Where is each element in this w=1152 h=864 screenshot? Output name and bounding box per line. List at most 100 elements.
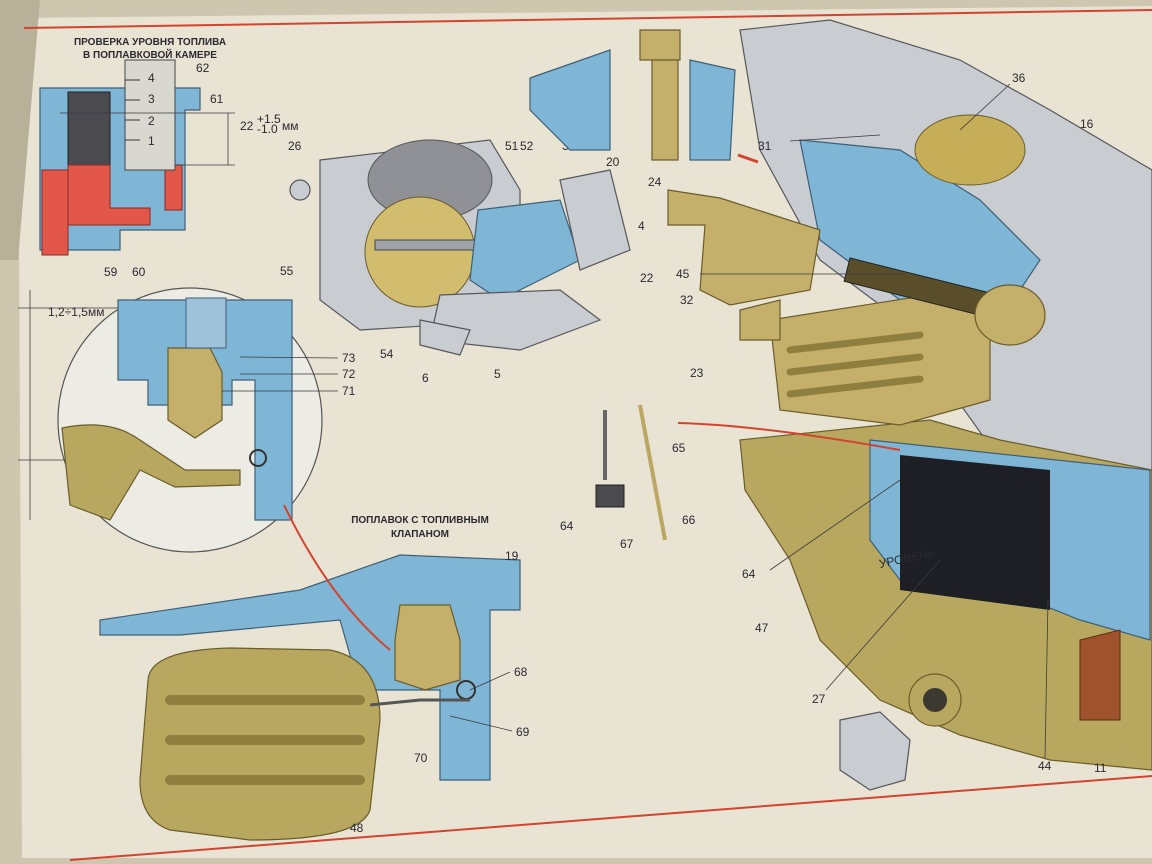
- label-19: 19: [505, 549, 519, 563]
- ruler-tick-4: 4: [148, 71, 155, 85]
- label-44: 44: [1038, 759, 1052, 773]
- ruler-tick-3: 3: [148, 92, 155, 106]
- throttle-plate: [364, 196, 476, 308]
- label-64-main: 64: [742, 567, 756, 581]
- pump-rod-right: [638, 404, 667, 541]
- drain-hole: [923, 688, 947, 712]
- float-pivot-closeup: [249, 449, 267, 467]
- label-68: 68: [514, 665, 528, 679]
- label-61: 61: [210, 92, 224, 106]
- level-check-caption-2: В ПОПЛАВКОВОЙ КАМЕРЕ: [83, 48, 217, 61]
- label-6: 6: [422, 371, 429, 385]
- label-64-small: 64: [560, 519, 574, 533]
- float-arm-closeup: [61, 424, 241, 521]
- fuel-inlet-fitting: [667, 189, 821, 306]
- throttle-stop: [419, 319, 471, 356]
- pump-piston: [595, 484, 625, 508]
- label-48: 48: [350, 821, 364, 835]
- leader-31: [789, 134, 881, 142]
- jet-housing-right: [689, 59, 736, 161]
- paper-edge-shadow: [0, 0, 40, 260]
- top-border-line: [23, 9, 1152, 29]
- label-60: 60: [132, 265, 146, 279]
- measuring-ruler: [124, 59, 176, 171]
- float-arm: [369, 698, 470, 707]
- leader-64-main: [769, 479, 901, 571]
- jet-housing-left: [529, 49, 611, 151]
- needle-valve-closeup: 1,2÷1,5мм 73 72 71: [18, 287, 356, 553]
- red-callout-tick: [737, 153, 759, 164]
- idle-screw: [289, 179, 311, 201]
- needle-valve-body: [167, 347, 223, 439]
- label-66: 66: [682, 513, 696, 527]
- leader-69: [449, 715, 513, 732]
- label-55: 55: [280, 264, 294, 278]
- accelerator-pump-cam: [559, 169, 631, 271]
- ruler-tick-2: 2: [148, 114, 155, 128]
- leader-68: [469, 671, 511, 691]
- leader-36: [959, 83, 1011, 131]
- label-32: 32: [680, 293, 694, 307]
- label-52: 52: [520, 139, 534, 153]
- bowl-interior: [900, 455, 1050, 610]
- label-71: 71: [342, 384, 356, 398]
- level-check-figure: ПРОВЕРКА УРОВНЯ ТОПЛИВА В ПОПЛАВКОВОЙ КА…: [39, 37, 299, 279]
- jet-section-figure: [529, 29, 736, 161]
- label-45: 45: [676, 267, 690, 281]
- valve-seat-thread: [185, 297, 227, 349]
- level-tolerance-lower: -1.0: [257, 122, 278, 136]
- label-36: 36: [1012, 71, 1026, 85]
- bottom-border-line: [69, 775, 1152, 861]
- float-caption-1: ПОПЛАВОК С ТОПЛИВНЫМ: [351, 515, 489, 526]
- ruler-tick-1: 1: [148, 134, 155, 148]
- red-callout-arc-right: [677, 422, 901, 451]
- label-11: 11: [1094, 761, 1107, 775]
- leader-27: [825, 559, 941, 691]
- label-16: 16: [1080, 117, 1094, 131]
- label-27: 27: [812, 692, 826, 706]
- label-47: 47: [755, 621, 769, 635]
- drain-plug: [839, 711, 911, 791]
- label-65: 65: [672, 441, 686, 455]
- label-72: 72: [342, 367, 356, 381]
- float-caption-2: КЛАПАНОМ: [391, 529, 449, 540]
- jet-body: [651, 59, 679, 161]
- level-check-caption-1: ПРОВЕРКА УРОВНЯ ТОПЛИВА: [74, 37, 226, 48]
- leader-44: [1044, 599, 1049, 759]
- clearance-dimension: 1,2÷1,5мм: [48, 305, 104, 319]
- fuel-in-tube: [164, 164, 183, 211]
- label-51: 51: [505, 139, 519, 153]
- throttle-linkage-section: [469, 199, 581, 301]
- label-62: 62: [196, 61, 210, 75]
- label-69: 69: [516, 725, 530, 739]
- fuel-left: [41, 169, 69, 256]
- label-70: 70: [414, 751, 428, 765]
- label-59: 59: [104, 265, 118, 279]
- red-callout-arc-left: [283, 504, 391, 651]
- label-5: 5: [494, 367, 501, 381]
- fuel-valve-body: [394, 604, 461, 691]
- throttle-body-figure: 26 55 54 6 5 51 52 3 20 4 22: [280, 139, 654, 385]
- jet-head: [639, 29, 681, 61]
- level-dimension-unit: мм: [282, 119, 299, 133]
- pump-parts-figure: 65 64 67 66: [560, 404, 696, 551]
- cover-ribs: [786, 331, 924, 398]
- label-73: 73: [342, 351, 356, 365]
- chamber-cavity: [67, 91, 111, 166]
- label-31: 31: [758, 139, 772, 153]
- main-carburetor-figure: УРОВЕНЬ 24 45 32 23 31 36 16 64 47 27 44…: [648, 19, 1152, 791]
- label-54: 54: [380, 347, 394, 361]
- label-26: 26: [288, 139, 302, 153]
- label-22: 22: [640, 271, 654, 285]
- air-damper-plate: [914, 114, 1026, 186]
- float-valve-figure: ПОПЛАВОК С ТОПЛИВНЫМ КЛАПАНОМ 19 68 69 7…: [99, 515, 530, 841]
- label-20: 20: [606, 155, 620, 169]
- label-4: 4: [638, 219, 645, 233]
- inlet-nut: [974, 284, 1046, 346]
- label-24: 24: [648, 175, 662, 189]
- float-ribs: [165, 695, 365, 785]
- level-tolerance-upper: +1.5: [257, 112, 281, 126]
- side-fitting: [739, 299, 781, 341]
